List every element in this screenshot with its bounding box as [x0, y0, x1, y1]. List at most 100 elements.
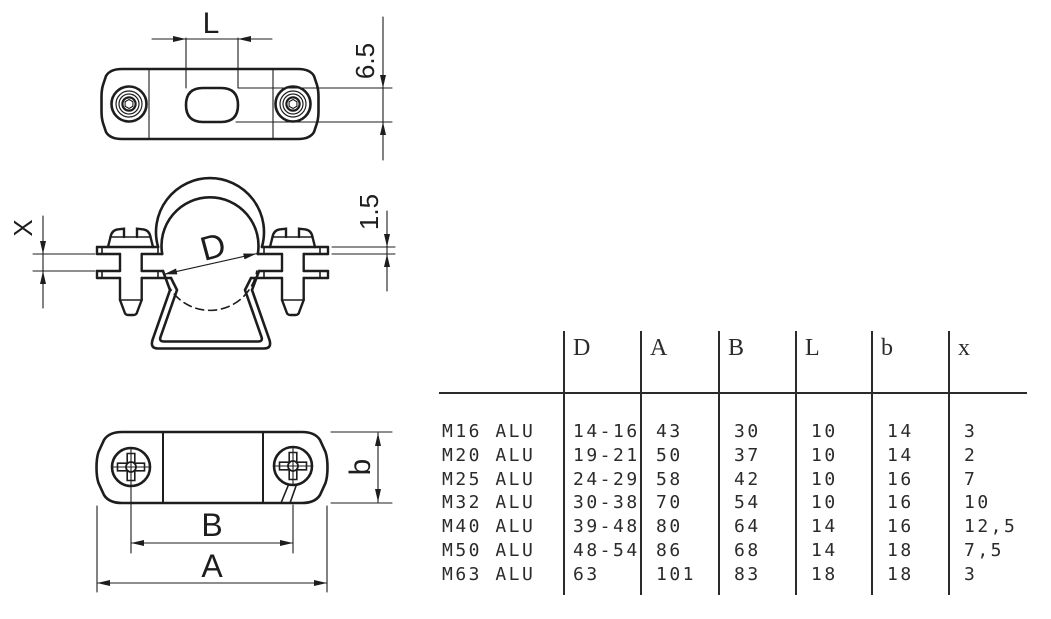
table-cell: 7,5: [964, 539, 1005, 561]
table-cell: 54: [734, 492, 761, 514]
row-label: M40 ALU: [442, 516, 536, 538]
dome-outer: [154, 176, 266, 249]
table-cell: 7: [964, 468, 978, 490]
table-cell: 48-54: [573, 539, 640, 561]
table-cell: 19-21: [573, 444, 640, 466]
table-cell: 10: [811, 468, 838, 490]
column-header-a: A: [640, 331, 718, 392]
row-label: M16 ALU: [442, 421, 536, 442]
table-cell: 14: [811, 539, 838, 561]
table-cell: 86: [656, 539, 683, 561]
table-rule: [439, 392, 1027, 394]
dimension-b-lower: [330, 431, 393, 504]
dimension-l: [151, 36, 273, 89]
dim-label-x: X: [8, 219, 38, 236]
table-cell: 50: [656, 444, 683, 466]
table-cell: 30: [734, 421, 761, 442]
bracket-outer: [150, 269, 272, 350]
table-cell: 14: [887, 421, 914, 442]
column-d: 14-16 19-21 24-29 30-38 39-48 48-54 63: [563, 394, 640, 595]
technical-drawing: L 6.5: [8, 7, 396, 593]
table-cell: 24-29: [573, 468, 640, 490]
table-body: M16 ALU M20 ALU M25 ALU M32 ALU M40 ALU …: [439, 394, 1027, 595]
row-label: M63 ALU: [442, 563, 536, 585]
column-b-small: 14 14 16 16 16 18 18: [871, 394, 948, 595]
table-cell: 12,5: [964, 516, 1018, 538]
table-cell: 30-38: [573, 492, 640, 514]
table-cell: 42: [734, 468, 761, 490]
table-cell: 58: [656, 468, 683, 490]
table-cell: 18: [811, 563, 838, 585]
column-b: 30 37 42 54 64 68 83: [718, 394, 795, 595]
screw-left: [106, 227, 155, 317]
row-label: M50 ALU: [442, 539, 536, 561]
lower-flange: [95, 269, 330, 280]
dimension-b-upper: [130, 486, 294, 554]
row-label: M25 ALU: [442, 468, 536, 490]
upper-flange: [95, 245, 330, 256]
table-cell: 18: [887, 563, 914, 585]
table-cell: 16: [887, 468, 914, 490]
diameter-arrow: [163, 253, 258, 275]
row-label-column: M16 ALU M20 ALU M25 ALU M32 ALU M40 ALU …: [439, 394, 563, 595]
column-l: 10 10 10 10 14 14 18: [795, 394, 871, 595]
column-header-blank: [439, 331, 563, 392]
table-cell: 14: [811, 516, 838, 538]
table-cell: 80: [656, 516, 683, 538]
bracket-inner: [158, 276, 264, 343]
table-cell: 10: [964, 492, 991, 514]
dimension-6-5: [235, 16, 393, 161]
table-cell: 16: [887, 516, 914, 538]
plate-outline: [100, 67, 320, 141]
dim-label-b-upper: B: [201, 507, 222, 543]
front-view: X D 1.5: [8, 176, 396, 350]
column-header-d: D: [563, 331, 640, 392]
screw-right: [268, 227, 317, 317]
column-x: 3 2 7 10 12,5 7,5 3: [948, 394, 1027, 595]
socket-screw-left: [110, 85, 148, 123]
table-cell: 39-48: [573, 516, 640, 538]
table-cell: 37: [734, 444, 761, 466]
table-cell: 16: [887, 492, 914, 514]
table-cell: 70: [656, 492, 683, 514]
dim-label-d: D: [196, 226, 230, 269]
table-cell: 10: [811, 421, 838, 442]
table-cell: 14: [887, 444, 914, 466]
table-header-row: D A B L b x: [439, 331, 1027, 392]
dimension-x: [32, 215, 96, 309]
dome-inner: [160, 195, 260, 256]
table-cell: 63: [573, 563, 600, 585]
phillips-screw-left: [110, 446, 152, 488]
top-view: L 6.5: [100, 7, 393, 161]
row-label: M32 ALU: [442, 492, 536, 514]
dim-label-b-lower: b: [344, 459, 377, 476]
plate-outline: [95, 430, 329, 505]
dim-label-l: L: [203, 7, 220, 40]
dim-label-1-5: 1.5: [354, 194, 384, 230]
table-cell: 101: [656, 563, 697, 585]
phillips-screw-right: [272, 445, 314, 504]
dimension-1-5: [331, 210, 396, 292]
table-cell: 14-16: [573, 421, 640, 442]
table-cell: 83: [734, 563, 761, 585]
table-cell: 3: [964, 421, 978, 442]
socket-screw-right: [274, 85, 312, 123]
table-cell: 64: [734, 516, 761, 538]
centre-slot: [184, 86, 240, 124]
column-header-x: x: [948, 331, 1027, 392]
dim-label-6-5: 6.5: [350, 43, 380, 79]
column-a: 43 50 58 70 80 86 101: [640, 394, 718, 595]
table-cell: 43: [656, 421, 683, 442]
dimension-table: D A B L b x M16 ALU M20 ALU M25 ALU M32 …: [439, 331, 1027, 595]
bottom-view: B A b: [95, 430, 393, 593]
column-header-l: L: [795, 331, 871, 392]
table-cell: 3: [964, 563, 978, 585]
table-cell: 10: [811, 444, 838, 466]
table-cell: 2: [964, 444, 978, 466]
column-header-b-small: b: [871, 331, 948, 392]
dim-label-a: A: [201, 548, 223, 584]
column-header-b: B: [718, 331, 795, 392]
dimension-a: [96, 505, 328, 593]
table-cell: 10: [811, 492, 838, 514]
